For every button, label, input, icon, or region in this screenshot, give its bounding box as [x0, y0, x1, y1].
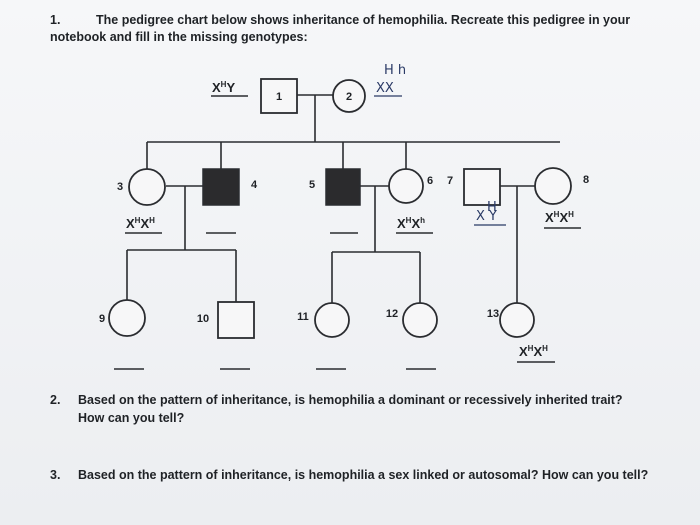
individual-13-label: 13	[487, 308, 499, 320]
individual-8-label: 8	[583, 174, 589, 186]
individual-4-male-affected	[202, 168, 240, 206]
individual-12-female	[402, 302, 438, 338]
individual-1-label: 1	[276, 91, 282, 103]
genotype-2-handwritten-superscripts: H h	[384, 63, 406, 78]
genotype-7-handwritten: X Y	[476, 209, 497, 224]
individual-5-label: 5	[309, 179, 315, 191]
question-1: 1.The pedigree chart below shows inherit…	[50, 12, 650, 46]
question-2-text: Based on the pattern of inheritance, is …	[78, 393, 623, 425]
question-3-text: Based on the pattern of inheritance, is …	[78, 468, 649, 482]
blank-genotype-lines	[114, 232, 436, 370]
question-2: 2. Based on the pattern of inheritance, …	[50, 391, 650, 427]
individual-11-label: 11	[297, 311, 309, 323]
individual-9-label: 9	[99, 313, 105, 325]
individual-2-female	[332, 79, 366, 113]
individual-2-label: 2	[346, 91, 352, 103]
individual-12-label: 12	[386, 308, 398, 320]
individual-11-female	[314, 302, 350, 338]
question-3-number: 3.	[50, 468, 61, 482]
genotype-13: XHXH	[519, 344, 548, 359]
individual-13-female	[499, 302, 535, 338]
pedigree-lines	[126, 94, 560, 303]
question-1-number: 1.	[50, 13, 61, 27]
question-1-text: The pedigree chart below shows inheritan…	[50, 13, 631, 44]
individual-3-female	[128, 168, 166, 206]
question-2-number: 2.	[50, 393, 61, 407]
individual-5-male-affected	[325, 168, 361, 206]
individual-10-label: 10	[197, 313, 209, 325]
individual-1-male	[260, 78, 298, 114]
individual-7-label: 7	[447, 175, 453, 187]
individual-10-male	[217, 301, 255, 339]
genotype-7-handwritten-superscript: H	[487, 200, 497, 215]
genotype-6: XHXh	[397, 216, 425, 231]
individual-6-label: 6	[427, 175, 433, 187]
individual-3-label: 3	[117, 181, 123, 193]
genotype-8: XHXH	[545, 210, 574, 225]
genotype-2-handwritten: XX	[376, 81, 394, 96]
individual-7-male	[463, 168, 501, 206]
individual-6-female	[388, 168, 424, 204]
individual-9-female	[108, 299, 146, 337]
individual-8-female	[534, 167, 572, 205]
genotype-1: XHY	[212, 80, 235, 95]
question-3: 3. Based on the pattern of inheritance, …	[50, 466, 650, 484]
genotype-3: XHXH	[126, 216, 155, 231]
individual-4-label: 4	[251, 179, 258, 191]
